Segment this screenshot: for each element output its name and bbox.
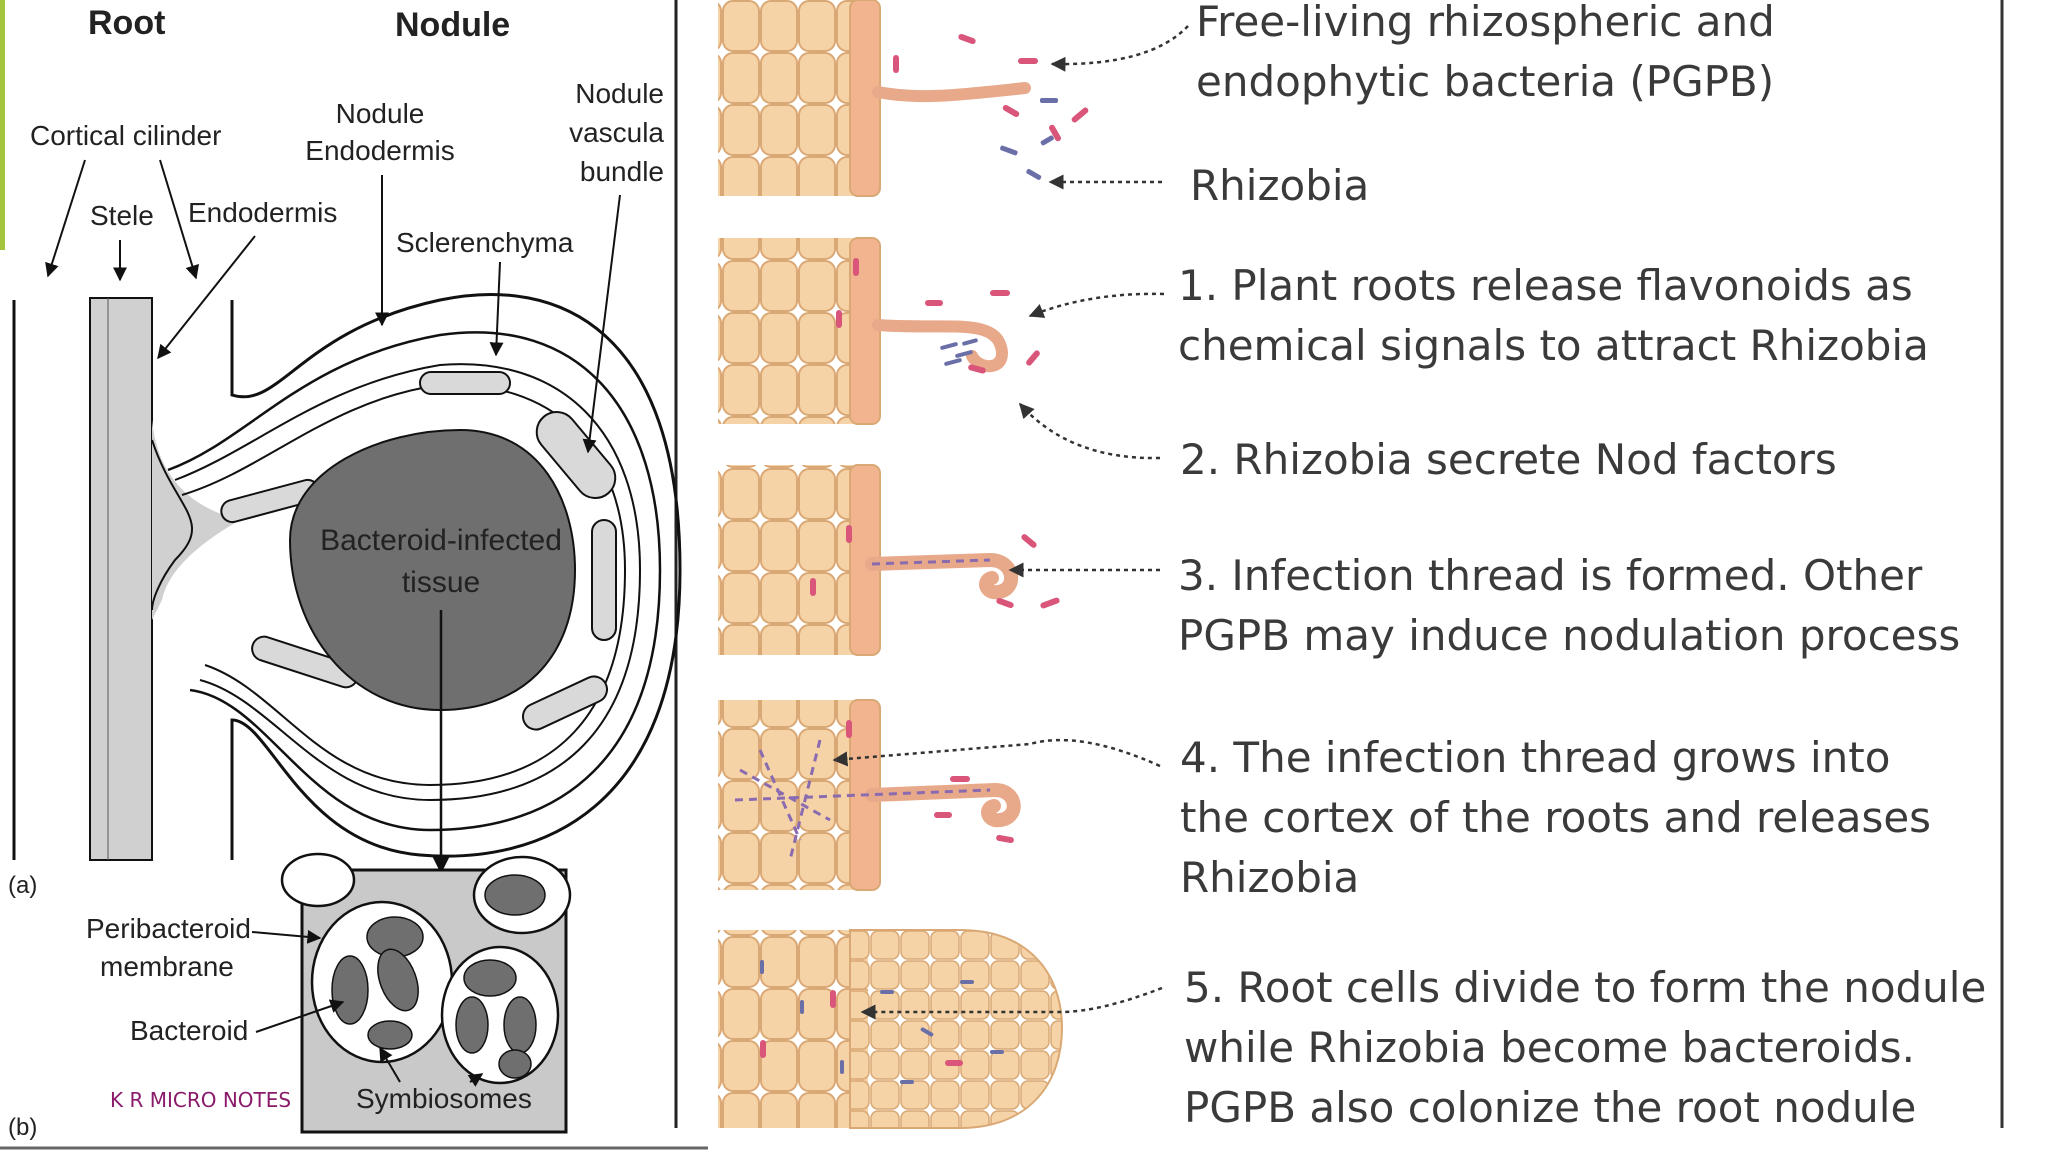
step-5-line-3: PGPB also colonize the root nodule xyxy=(1184,1083,1916,1132)
stage-5-root xyxy=(718,929,1064,1129)
nodule-vascular-label-1: Nodule xyxy=(575,78,664,109)
nodule-endodermis-label-2: Endodermis xyxy=(305,135,454,166)
nodule-header: Nodule xyxy=(395,6,510,44)
panel-b-label: (b) xyxy=(8,1114,37,1141)
step-5-line-1: 5. Root cells divide to form the nodule xyxy=(1184,963,1986,1012)
symbiosomes-label: Symbiosomes xyxy=(356,1083,532,1114)
step-4-line-2: the cortex of the roots and releases xyxy=(1180,793,1931,842)
nodule-vascular-label-2: vascula xyxy=(569,117,664,148)
stage-0-root xyxy=(718,0,1089,197)
symbiosome-inset xyxy=(280,852,572,1134)
step-1-line-2: chemical signals to attract Rhizobia xyxy=(1178,321,1929,370)
step-4-line-1: 4. The infection thread grows into xyxy=(1180,733,1890,782)
stage-4-root xyxy=(718,699,1021,891)
rhizobia-label: Rhizobia xyxy=(1190,161,1369,210)
endodermis-label: Endodermis xyxy=(188,197,337,228)
cortical-cylinder-label: Cortical cilinder xyxy=(30,120,221,151)
bacteroid-label: Bacteroid xyxy=(130,1015,248,1046)
stage-3-root xyxy=(718,464,1060,656)
right-panel: Free-living rhizospheric and endophytic … xyxy=(718,0,2004,1132)
nodule-vascular-label-3: bundle xyxy=(580,156,664,187)
pgpb-label-2: endophytic bacteria (PGPB) xyxy=(1196,57,1774,106)
stage-1-root xyxy=(718,237,1040,425)
sclerenchyma-label: Sclerenchyma xyxy=(396,227,574,258)
step-4-line-3: Rhizobia xyxy=(1180,853,1359,902)
bacteroid-tissue-label-1: Bacteroid-infected xyxy=(320,524,562,557)
panel-a-label: (a) xyxy=(8,872,37,899)
bacteroid-tissue-label-2: tissue xyxy=(402,566,480,599)
peribacteroid-label-1: Peribacteroid xyxy=(86,913,251,944)
left-panel: Root Nodule Bacteroid-infected tissue Co… xyxy=(0,0,708,1150)
nodule-outline xyxy=(230,293,682,860)
peribacteroid-label-2: membrane xyxy=(100,951,234,982)
stele-label: Stele xyxy=(90,200,154,231)
nodule-endodermis-label-1: Nodule xyxy=(336,98,425,129)
root-header: Root xyxy=(88,4,165,42)
step-3-line-1: 3. Infection thread is formed. Other xyxy=(1178,551,1923,600)
bacteroid-tissue xyxy=(288,428,577,712)
pgpb-label-1: Free-living rhizospheric and xyxy=(1196,0,1775,46)
watermark: K R MICRO NOTES xyxy=(110,1088,291,1112)
step-1-line-1: 1. Plant roots release flavonoids as xyxy=(1178,261,1913,310)
step-5-line-2: while Rhizobia become bacteroids. xyxy=(1184,1023,1915,1072)
step-2-line-1: 2. Rhizobia secrete Nod factors xyxy=(1180,435,1837,484)
accent-bar xyxy=(0,0,5,250)
step-3-line-2: PGPB may induce nodulation process xyxy=(1178,611,1960,660)
